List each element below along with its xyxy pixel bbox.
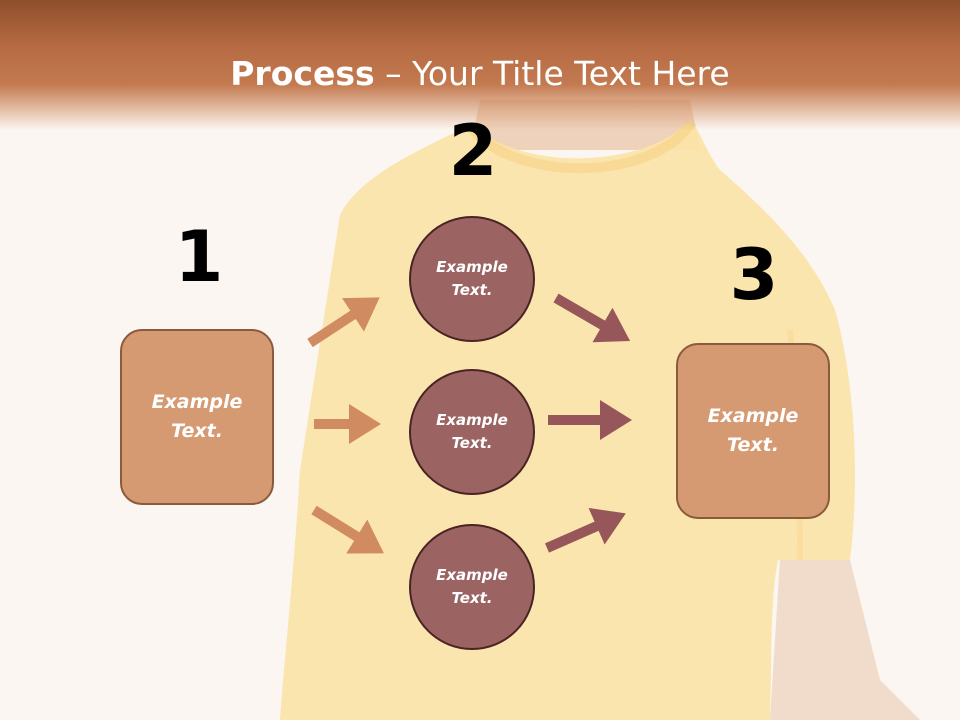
circle-1-text: Example Text. xyxy=(436,258,508,299)
process-circle-2: Example Text. xyxy=(409,369,535,495)
circle-3-text: Example Text. xyxy=(436,566,508,607)
title-bar xyxy=(0,0,960,130)
step-number-2: 2 xyxy=(448,110,498,192)
slide-title: Process – Your Title Text Here xyxy=(0,52,960,96)
process-circle-1: Example Text. xyxy=(409,216,535,342)
arrow-to-circle-1 xyxy=(307,297,380,348)
arrow-from-circle-1 xyxy=(553,293,631,343)
title-bold: Process xyxy=(230,54,375,93)
end-box: Example Text. xyxy=(676,343,830,519)
step-number-1: 1 xyxy=(174,216,224,298)
start-box-text: Example Text. xyxy=(151,391,243,442)
arrow-from-circle-3 xyxy=(544,507,626,553)
end-box-text: Example Text. xyxy=(707,405,799,456)
step-number-3: 3 xyxy=(729,234,779,316)
circle-2-text: Example Text. xyxy=(436,411,508,452)
title-rest: – Your Title Text Here xyxy=(374,54,730,93)
process-circle-3: Example Text. xyxy=(409,524,535,650)
start-box: Example Text. xyxy=(120,329,274,505)
arrow-to-circle-3 xyxy=(311,505,384,554)
